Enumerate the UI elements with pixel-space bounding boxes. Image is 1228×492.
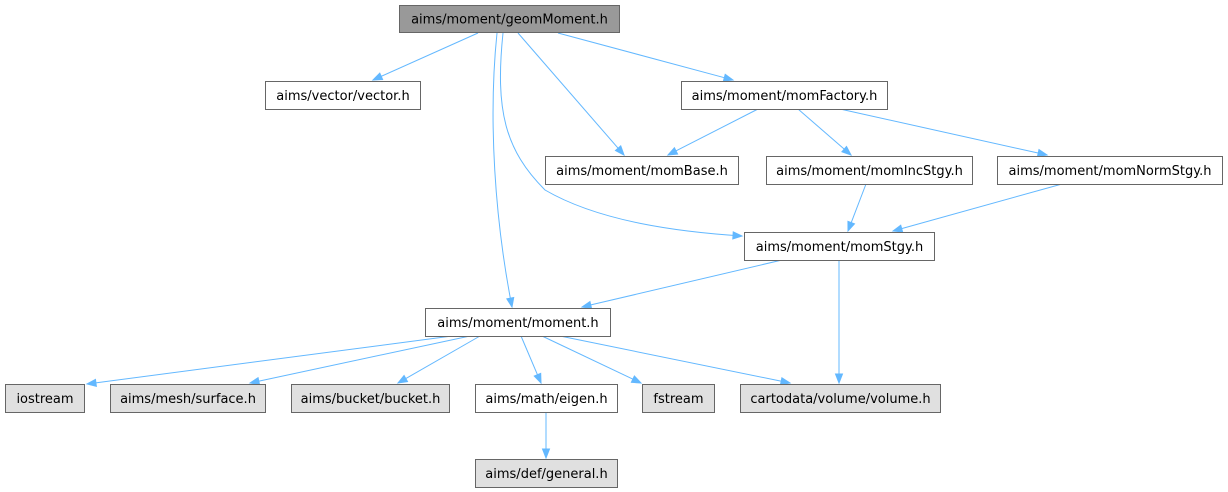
arrowhead-moment-to-iostream xyxy=(85,378,97,387)
node-general: aims/def/general.h xyxy=(475,459,618,488)
arrowhead-geomMoment-to-momFactory xyxy=(722,73,735,82)
node-label-bucket: aims/bucket/bucket.h xyxy=(301,392,441,407)
node-label-surface: aims/mesh/surface.h xyxy=(120,392,256,407)
node-box-geomMoment xyxy=(399,5,620,33)
edge-moment-to-iostream xyxy=(94,335,453,384)
edge-momFactory-to-momIncStgy xyxy=(797,108,846,151)
node-label-momFactory: aims/moment/momFactory.h xyxy=(692,89,878,104)
arrowhead-momFactory-to-momBase xyxy=(666,146,679,156)
node-momBase[interactable]: aims/moment/momBase.h xyxy=(545,156,739,185)
arrowhead-geomMoment-to-momStgy xyxy=(732,231,744,240)
edges-layer xyxy=(85,32,1063,460)
node-bucket: aims/bucket/bucket.h xyxy=(291,384,450,413)
edge-geomMoment-to-moment xyxy=(492,32,513,308)
arrowhead-moment-to-surface xyxy=(248,376,261,386)
node-surface: aims/mesh/surface.h xyxy=(110,384,266,413)
node-fstream: fstream xyxy=(642,384,715,413)
arrowhead-momFactory-to-momNormStgy xyxy=(1036,148,1049,158)
edge-momStgy-to-moment xyxy=(589,259,783,306)
edge-moment-to-surface xyxy=(257,335,471,382)
node-box-momBase xyxy=(545,156,739,185)
node-moment[interactable]: aims/moment/moment.h xyxy=(425,308,611,337)
node-box-volume xyxy=(740,384,941,413)
node-box-momNormStgy xyxy=(997,156,1223,185)
nodes-layer: aims/moment/geomMoment.h aims/vector/vect… xyxy=(5,5,1223,488)
node-momFactory[interactable]: aims/moment/momFactory.h xyxy=(681,81,888,110)
node-box-surface xyxy=(110,384,266,413)
arrowhead-geomMoment-to-vector xyxy=(371,72,384,81)
node-box-momStgy xyxy=(744,232,935,261)
arrowhead-moment-to-bucket xyxy=(396,374,409,384)
node-label-moment: aims/moment/moment.h xyxy=(437,316,598,331)
node-label-volume: cartodata/volume/volume.h xyxy=(750,392,930,407)
node-geomMoment[interactable]: aims/moment/geomMoment.h xyxy=(399,5,620,33)
edge-geomMoment-to-vector xyxy=(380,32,479,78)
node-box-eigen xyxy=(475,384,618,413)
edge-moment-to-fstream xyxy=(541,335,634,381)
node-label-eigen: aims/math/eigen.h xyxy=(485,392,607,407)
edge-moment-to-bucket xyxy=(404,335,481,380)
node-label-momIncStgy: aims/moment/momIncStgy.h xyxy=(776,164,963,179)
node-label-general: aims/def/general.h xyxy=(485,467,607,482)
node-label-iostream: iostream xyxy=(16,392,73,407)
node-label-vector: aims/vector/vector.h xyxy=(276,89,409,104)
node-eigen[interactable]: aims/math/eigen.h xyxy=(475,384,618,413)
arrowhead-moment-to-volume xyxy=(779,376,792,386)
arrowhead-momNormStgy-to-momStgy xyxy=(891,224,904,233)
node-box-general xyxy=(475,459,618,488)
edge-geomMoment-to-momBase xyxy=(517,32,620,150)
arrowhead-momStgy-to-volume xyxy=(834,373,844,385)
node-momNormStgy[interactable]: aims/moment/momNormStgy.h xyxy=(997,156,1223,185)
node-box-momIncStgy xyxy=(766,156,973,185)
node-vector[interactable]: aims/vector/vector.h xyxy=(265,81,421,110)
node-iostream: iostream xyxy=(5,384,85,413)
node-box-iostream xyxy=(5,384,85,413)
edge-geomMoment-to-momStgy xyxy=(499,32,743,237)
arrowhead-eigen-to-general xyxy=(541,448,551,460)
node-label-momBase: aims/moment/momBase.h xyxy=(556,164,728,179)
node-label-fstream: fstream xyxy=(653,392,703,407)
edge-momNormStgy-to-momStgy xyxy=(900,183,1063,230)
edge-momFactory-to-momBase xyxy=(674,108,759,152)
edge-moment-to-volume xyxy=(559,335,783,382)
node-box-fstream xyxy=(642,384,715,413)
arrowhead-momFactory-to-momIncStgy xyxy=(841,145,853,156)
arrowhead-geomMoment-to-momBase xyxy=(614,145,625,157)
arrowhead-momStgy-to-moment xyxy=(580,300,593,309)
edge-geomMoment-to-momFactory xyxy=(557,32,726,79)
edge-momFactory-to-momNormStgy xyxy=(839,108,1040,154)
arrowhead-moment-to-fstream xyxy=(630,375,643,384)
node-box-vector xyxy=(265,81,421,110)
node-box-momFactory xyxy=(681,81,888,110)
node-label-momStgy: aims/moment/momStgy.h xyxy=(756,240,923,255)
node-label-geomMoment: aims/moment/geomMoment.h xyxy=(411,13,608,28)
edge-moment-to-eigen xyxy=(520,335,539,376)
node-box-bucket xyxy=(291,384,450,413)
node-momStgy[interactable]: aims/moment/momStgy.h xyxy=(744,232,935,261)
node-volume: cartodata/volume/volume.h xyxy=(740,384,941,413)
node-label-momNormStgy: aims/moment/momNormStgy.h xyxy=(1009,164,1212,179)
node-momIncStgy[interactable]: aims/moment/momIncStgy.h xyxy=(766,156,973,185)
arrowhead-geomMoment-to-moment xyxy=(506,296,515,309)
node-box-moment xyxy=(425,308,611,337)
arrowhead-momIncStgy-to-momStgy xyxy=(847,220,856,233)
edge-momIncStgy-to-momStgy xyxy=(850,183,867,224)
arrowhead-moment-to-eigen xyxy=(533,372,542,385)
